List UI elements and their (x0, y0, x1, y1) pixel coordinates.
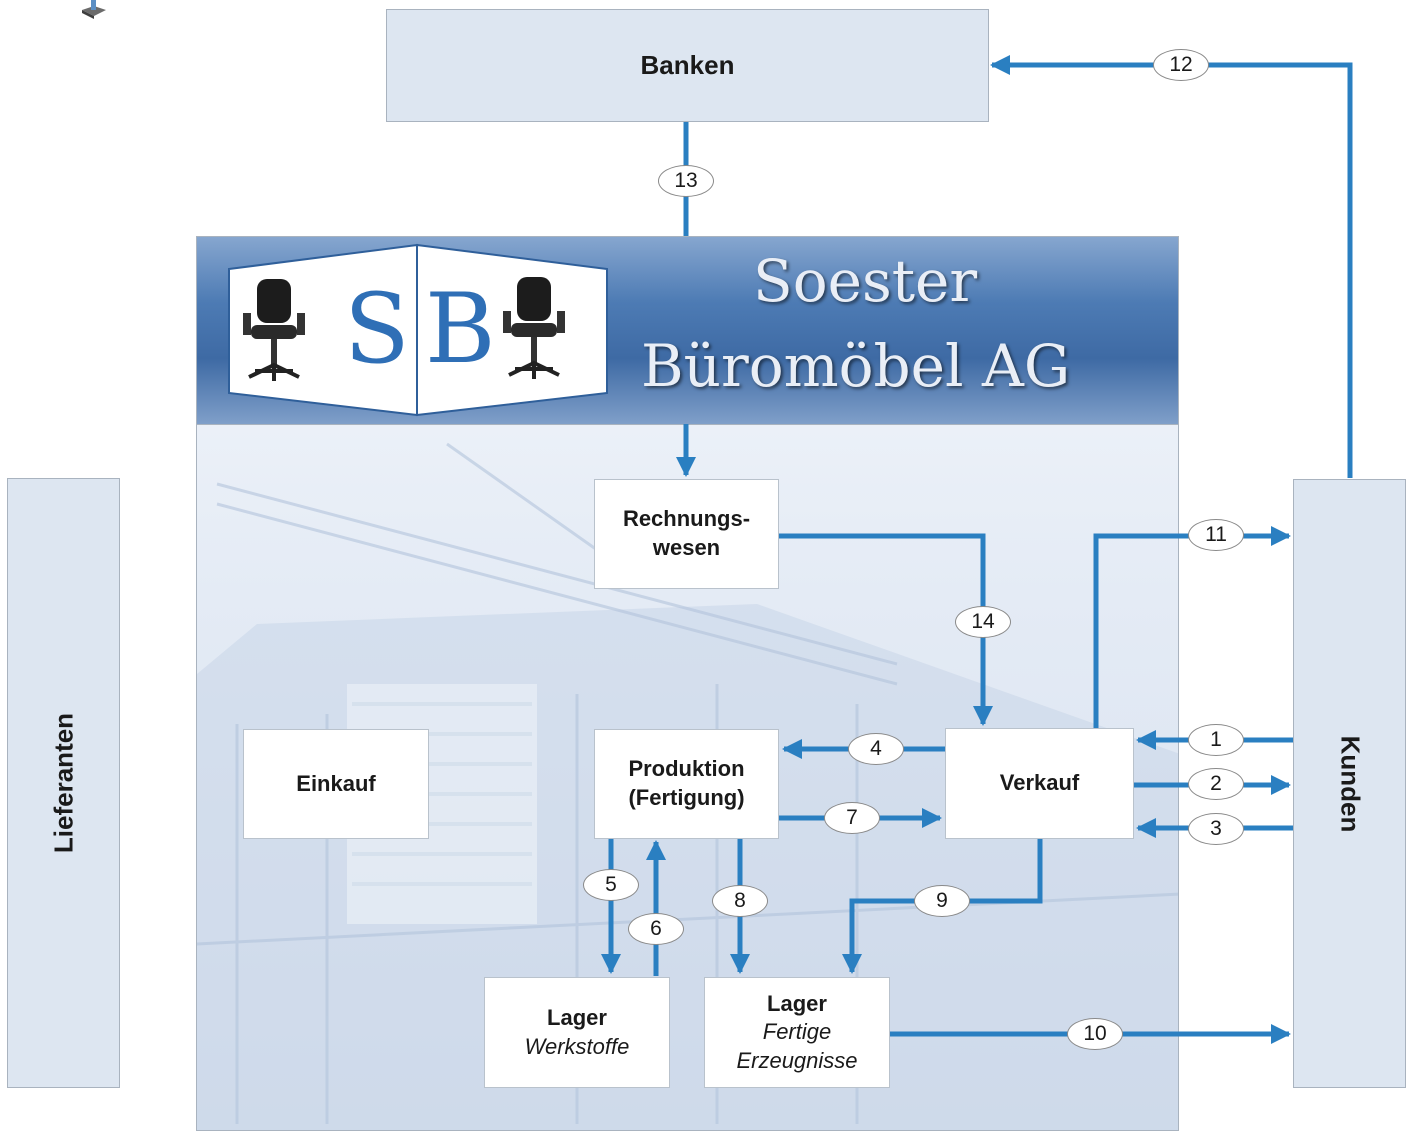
flow-14-line (779, 533, 993, 726)
building-backdrop (197, 442, 1178, 1130)
office-chair-icon (243, 279, 305, 381)
company-panel: S B Soester Büromöbel AG (196, 236, 1179, 1131)
flow-badge-13: 13 (658, 165, 714, 197)
flow-12-line (990, 55, 1353, 478)
flow-badge-10: 10 (1067, 1018, 1123, 1050)
einkauf-box: Einkauf (243, 729, 429, 839)
logo-letter-s: S (344, 273, 410, 385)
company-banner: S B Soester Büromöbel AG (197, 237, 1178, 425)
lager-werkstoffe-box: Lager Werkstoffe (484, 977, 670, 1088)
lager-werkstoffe-subtitle: Werkstoffe (524, 1033, 630, 1059)
company-name-line1: Soester (753, 247, 978, 315)
banken-label: Banken (640, 50, 735, 80)
lager-erzeugnisse-subtitle-2: Erzeugnisse (736, 1047, 858, 1073)
flow-11-line (1093, 526, 1291, 728)
lager-erzeugnisse-box: Lager Fertige Erzeugnisse (704, 977, 890, 1088)
flow-badge-9: 9 (914, 885, 970, 917)
flow-badge-3: 3 (1188, 813, 1244, 845)
banken-box: Banken (386, 9, 989, 122)
verkauf-label: Verkauf (999, 770, 1080, 796)
flow-badge-11: 11 (1188, 519, 1244, 551)
flow-badge-7: 7 (824, 802, 880, 834)
flow-badge-12: 12 (1153, 49, 1209, 81)
flow-badge-8: 8 (712, 885, 768, 917)
company-name-line2: Büromöbel AG (641, 332, 1071, 400)
rechnungswesen-label-1: Rechnungs- (622, 506, 751, 532)
produktion-label-2: (Fertigung) (628, 785, 745, 810)
flow-badge-1: 1 (1188, 724, 1244, 756)
verkauf-box: Verkauf (945, 728, 1134, 839)
lieferanten-box: Lieferanten (7, 478, 120, 1088)
logo-letter-b: B (425, 273, 496, 385)
produktion-label-1: Produktion (628, 756, 745, 782)
einkauf-label: Einkauf (296, 770, 376, 796)
rechnungswesen-label-2: wesen (652, 535, 721, 560)
office-chair-icon (503, 277, 565, 379)
lager-erzeugnisse-subtitle-1: Fertige (762, 1019, 832, 1045)
flow-badge-14: 14 (955, 606, 1011, 638)
kunden-box: Kunden (1293, 479, 1406, 1088)
flow-badge-2: 2 (1188, 768, 1244, 800)
flow-badge-4: 4 (848, 733, 904, 765)
flow-badge-5: 5 (583, 869, 639, 901)
produktion-box: Produktion (Fertigung) (594, 729, 779, 839)
flow-badge-6: 6 (628, 913, 684, 945)
rechnungswesen-box: Rechnungs- wesen (594, 479, 779, 589)
lager-werkstoffe-title: Lager (547, 1004, 607, 1030)
pin-icon (82, 0, 106, 19)
lager-erzeugnisse-title: Lager (767, 990, 827, 1016)
